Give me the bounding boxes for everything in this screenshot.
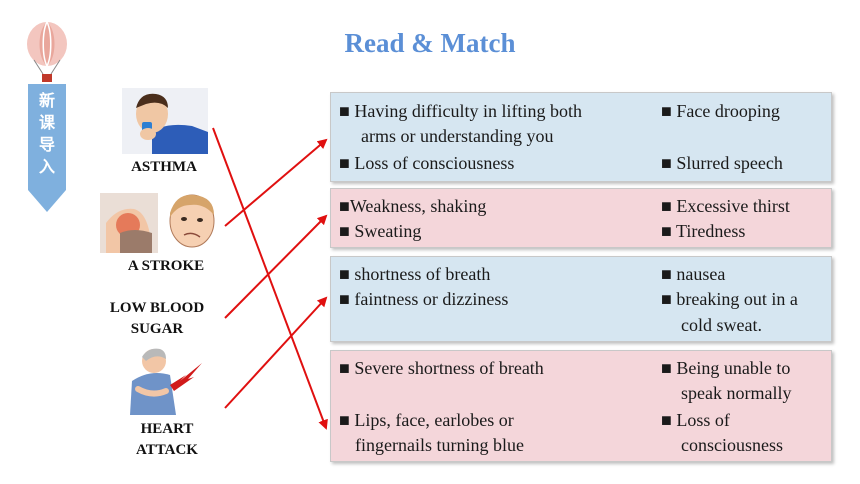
symptom-item: ■Weakness, shaking [339,196,487,216]
boy-with-inhaler-image [122,88,208,154]
illness-label-line: LOW BLOOD [109,300,205,316]
symptom-item: ■ Loss of consciousness [339,153,515,173]
illness-label-line: A STROKE [127,258,205,274]
illness-label-heart-attack: HEART ATTACK [102,419,232,461]
symptom-item: ■ Being unable to [661,358,791,378]
symptom-item: ■ Sweating [339,221,422,241]
symptom-item: fingernails turning blue [355,435,524,455]
heart-attack-man-image [130,348,202,415]
page-title: Read & Match [344,28,516,58]
hot-air-balloon-icon [27,21,67,82]
symptom-item: ■ Slurred speech [661,153,783,173]
symptom-item: ■ faintness or dizziness [339,289,509,309]
arrow-stroke-to-box-1 [224,138,328,227]
section-ribbon: 新 课 导 入 [28,84,66,212]
symptom-item: cold sweat. [681,315,762,335]
symptom-item: ■ Face drooping [661,101,780,121]
arrow-heart-attack-to-box-3 [224,296,328,409]
ribbon-shape [28,84,66,212]
symptom-box-2: ■Weakness, shaking ■ Sweating ■ Excessiv… [330,188,832,248]
illness-label-line: HEART [140,421,194,437]
symptom-item: ■ Having difficulty in lifting both [339,101,583,121]
symptom-box-1: ■ Having difficulty in lifting both arms… [330,92,832,182]
illness-label-asthma: ASTHMA [100,157,228,178]
symptom-item: ■ breaking out in a [661,289,798,309]
ribbon-char: 入 [38,157,55,176]
ribbon-char: 导 [38,135,55,154]
illness-label-line: SUGAR [130,321,184,337]
symptom-item: ■ Excessive thirst [661,196,790,216]
ribbon-text: 新 课 导 入 [28,90,66,178]
ribbon-char: 课 [38,113,55,132]
illness-label-line: ASTHMA [131,159,197,175]
illness-label-stroke: A STROKE [100,256,232,277]
stroke-pain-image [100,193,215,253]
arrow-low-blood-sugar-to-box-2 [224,214,328,319]
symptom-item: ■ Tiredness [661,221,746,241]
ribbon-char: 新 [38,91,55,110]
symptom-box-4: ■ Severe shortness of breath ■ Lips, fac… [330,350,832,462]
symptom-item: ■ Lips, face, earlobes or [339,410,514,430]
symptom-box-3: ■ shortness of breath ■ faintness or diz… [330,256,832,342]
symptom-item: arms or understanding you [361,126,554,146]
symptom-item: speak normally [681,383,792,403]
arrow-asthma-to-box-4 [212,127,328,430]
symptom-item: ■ shortness of breath [339,264,491,284]
illness-label-line: ATTACK [136,442,198,458]
symptom-item: ■ Severe shortness of breath [339,358,544,378]
symptom-item: consciousness [681,435,783,455]
symptom-item: ■ Loss of [661,410,730,430]
illness-label-low-blood-sugar: LOW BLOOD SUGAR [92,298,222,340]
symptom-item: ■ nausea [661,264,726,284]
